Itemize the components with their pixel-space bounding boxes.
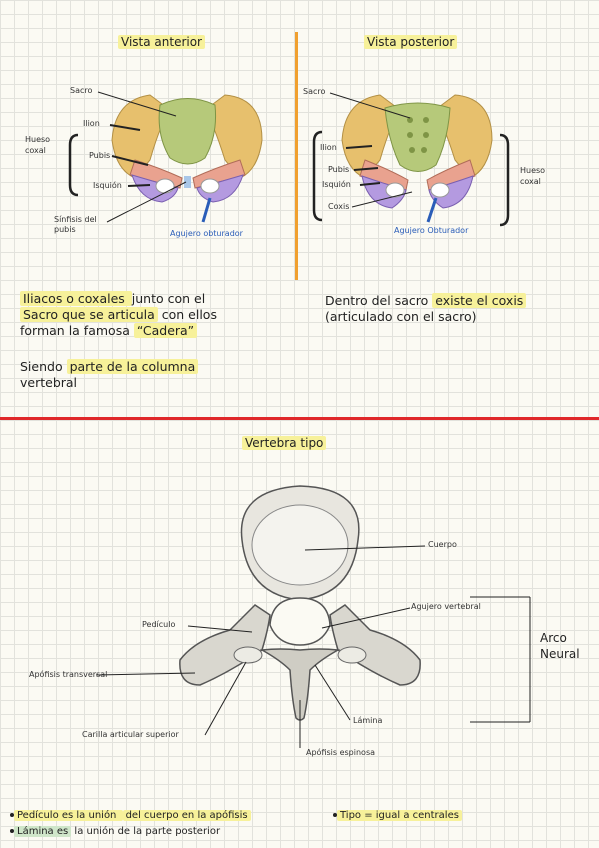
note-left-line4: Siendo parte de la columna [20,359,290,375]
note-right-line2: (articulado con el sacro) [325,309,477,324]
bullet-icon [10,813,14,817]
vertical-divider [295,32,298,280]
label-coxis-posterior: Coxis [328,202,350,211]
label-hueso-coxal-posterior: Hueso coxal [520,166,546,186]
vertebra-title: Vertebra tipo [242,436,327,450]
footer-item-lamina: Lámina es la unión de la parte posterior [10,826,220,837]
posterior-pelvis-figure [341,94,493,209]
label-pediculo: Pedículo [142,620,176,629]
label-sacro-anterior: Sacro [70,86,93,95]
label-pubis-anterior: Pubis [89,151,111,160]
notes-left: Iliacos o coxales junto con el Sacro que… [20,291,290,391]
note-left-line2: Sacro que se articula con ellos [20,307,290,323]
label-apofisis-transversal: Apófisis transversal [29,670,108,679]
note-left-line1: Iliacos o coxales junto con el [20,291,290,307]
horizontal-divider [0,417,599,420]
label-carilla: Carilla articular superior [82,730,179,739]
notes-right: Dentro del sacro existe el coxis (articu… [325,293,595,325]
bullet-icon [333,813,337,817]
label-agujero-anterior: Agujero obturador [170,229,243,238]
anterior-pelvis-figure [111,94,263,203]
label-apofisis-espinosa: Apófisis espinosa [306,748,376,757]
pelvis-illustrations [68,91,510,227]
posterior-view-title: Vista posterior [364,35,458,49]
label-cuerpo: Cuerpo [428,540,457,549]
label-ilion-posterior: Ilion [320,143,337,152]
label-isquion-posterior: Isquión [322,180,351,189]
label-agujero-vertebral: Agujero vertebral [411,602,481,611]
vertebra-figure [179,485,421,721]
label-isquion-anterior: Isquión [93,181,122,190]
label-sacro-posterior: Sacro [303,87,326,96]
label-hueso-coxal-anterior: Hueso coxal [25,135,51,155]
label-arco-neural: Arco Neural [540,631,580,661]
footer-item-tipo: Tipo = igual a centrales [333,810,462,821]
label-lamina: Lámina [353,716,383,725]
label-sinfisis-anterior: Sínfisis del pubis [54,215,97,234]
anterior-view-title: Vista anterior [118,35,205,49]
note-left-line3: forman la famosa “Cadera” [20,323,290,339]
bullet-icon [10,829,14,833]
note-right-line1: Dentro del sacro existe el coxis [325,293,595,309]
footer-item-pediculo: Pedículo es la unión del cuerpo en la ap… [10,810,251,821]
note-left-line5: vertebral [20,375,78,390]
label-agujero-posterior: Agujero Obturador [394,226,469,235]
label-ilion-anterior: Ilion [83,119,100,128]
label-pubis-posterior: Pubis [328,165,350,174]
